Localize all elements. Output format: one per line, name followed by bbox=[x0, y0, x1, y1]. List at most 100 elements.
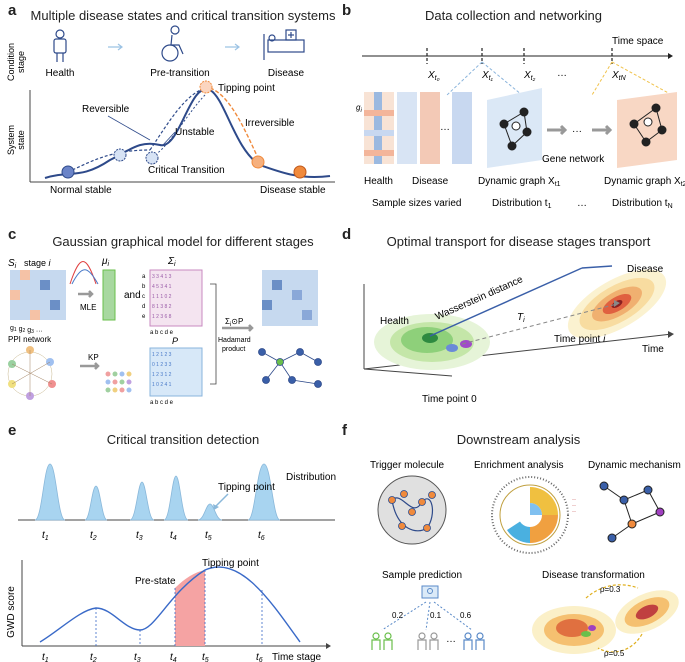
svg-text:b: b bbox=[142, 284, 146, 290]
t4-top: t4 bbox=[170, 530, 177, 542]
distribution-n: Distribution tN bbox=[612, 198, 673, 210]
panel-f-label: f bbox=[342, 422, 347, 439]
svg-text:···: ··· bbox=[572, 126, 582, 137]
svg-text:1 2 1 2 3: 1 2 1 2 3 bbox=[152, 352, 172, 358]
distribution-ellipsis: … bbox=[577, 198, 587, 209]
svg-text:stage i: stage i bbox=[24, 258, 52, 268]
time-tn: XtN bbox=[611, 70, 627, 82]
time-t2: Xt₂ bbox=[523, 70, 536, 82]
b-health: Health bbox=[364, 176, 393, 187]
enrichment-circos bbox=[491, 476, 569, 554]
svg-text:a b c d e: a b c d e bbox=[150, 400, 174, 404]
svg-text:0 1 2 3 3: 0 1 2 3 3 bbox=[152, 362, 172, 368]
rho-05: ρ=0.5 bbox=[604, 649, 625, 658]
dynamic-network bbox=[599, 481, 665, 543]
t3-top: t3 bbox=[136, 530, 143, 542]
svg-text:g1 g2 g3 ···: g1 g2 g3 ··· bbox=[10, 325, 43, 335]
svg-text:d: d bbox=[142, 304, 145, 310]
panel-b-svg: Time space Xt₀ Xt₁ Xt₂ … XtN gi … Health bbox=[356, 36, 685, 210]
e-tipping-top: Tipping point bbox=[218, 482, 275, 493]
p-06: 0.6 bbox=[460, 611, 472, 620]
svg-text:gi: gi bbox=[356, 103, 362, 114]
t5-bottom: t5 bbox=[202, 652, 209, 662]
t1-top: t1 bbox=[42, 530, 49, 542]
condition-axis-label: Conditionstage bbox=[6, 43, 26, 81]
gwd-curve bbox=[39, 566, 301, 643]
svg-text:a b c d e: a b c d e bbox=[150, 330, 174, 336]
rho-03: ρ=0.3 bbox=[600, 585, 621, 594]
state-tipping: Tipping point bbox=[218, 83, 275, 94]
panel-c-title: Gaussian graphical model for different s… bbox=[52, 234, 314, 249]
f-trigger: Trigger molecule bbox=[370, 460, 445, 471]
health-distribution bbox=[374, 314, 490, 370]
svg-text:KP: KP bbox=[88, 353, 99, 362]
landscape-curve bbox=[44, 88, 331, 179]
svg-text:Hadamard: Hadamard bbox=[218, 337, 251, 344]
distribution-1: Distribution t1 bbox=[492, 198, 552, 210]
transform-disease-blob bbox=[615, 590, 679, 634]
panel-a-label: a bbox=[8, 2, 17, 19]
panel-b-label: b bbox=[342, 2, 352, 19]
panel-c-label: c bbox=[8, 226, 17, 243]
sample-prediction-icon bbox=[371, 585, 485, 650]
t6-bottom: t6 bbox=[256, 652, 263, 662]
t3-bottom: t3 bbox=[134, 652, 141, 662]
e-y-axis: GWD score bbox=[6, 586, 17, 638]
health-person-icon bbox=[53, 29, 67, 62]
hospital-bed-icon bbox=[263, 29, 305, 60]
panel-a-svg: Conditionstage Health Pre-transition bbox=[6, 25, 335, 196]
system-axis-label: Systemstate bbox=[6, 125, 26, 155]
svg-text:c: c bbox=[142, 294, 145, 300]
svg-text:4 5 3 4 1: 4 5 3 4 1 bbox=[152, 284, 172, 290]
f-enrichment: Enrichment analysis bbox=[474, 460, 563, 471]
p-02: 0.2 bbox=[392, 611, 404, 620]
svg-text:…: … bbox=[446, 634, 456, 645]
panel-d-label: d bbox=[342, 226, 352, 243]
panel-a: a Multiple disease states and critical t… bbox=[0, 0, 340, 200]
panel-b: b Data collection and networking Time sp… bbox=[342, 0, 685, 220]
dynamic-graph-2: Dynamic graph Xt2 bbox=[604, 176, 685, 188]
panel-d-title: Optimal transport for disease stages tra… bbox=[386, 234, 651, 249]
t1-bottom: t1 bbox=[42, 652, 49, 662]
svg-text:e: e bbox=[142, 314, 146, 320]
svg-text:—: — bbox=[572, 502, 576, 507]
hadamard-op: Σi⊙P bbox=[225, 317, 243, 328]
state-reversible: Reversible bbox=[82, 104, 130, 115]
ppi-label: PPI network bbox=[8, 335, 52, 344]
d-ti: Ti bbox=[517, 312, 525, 324]
state-normal: Normal stable bbox=[50, 185, 112, 196]
stage-pre-transition: Pre-transition bbox=[150, 68, 209, 79]
svg-text:Σi: Σi bbox=[167, 256, 176, 268]
stage-health: Health bbox=[46, 68, 75, 79]
panel-d-svg: Wasserstein distance Disease Health Ti T… bbox=[363, 264, 674, 405]
distribution-peaks bbox=[34, 463, 281, 521]
panel-e-svg: Tipping point Distribution t1 t2 t3 t4 t… bbox=[6, 463, 336, 662]
time-ellipsis: … bbox=[557, 68, 567, 79]
d-time-point-0: Time point 0 bbox=[422, 394, 477, 405]
svg-text:—: — bbox=[572, 508, 576, 513]
si-heatmap bbox=[10, 270, 66, 320]
panel-d: d Optimal transport for disease stages t… bbox=[342, 224, 685, 414]
e-distribution: Distribution bbox=[286, 472, 336, 483]
state-irreversible: Irreversible bbox=[245, 118, 295, 129]
svg-text:…: … bbox=[440, 122, 450, 133]
time-t0: Xt₀ bbox=[427, 70, 440, 82]
t2-top: t2 bbox=[90, 530, 97, 542]
t6-top: t6 bbox=[258, 530, 265, 542]
e-tipping-bottom: Tipping point bbox=[202, 558, 259, 569]
stage-disease: Disease bbox=[268, 68, 305, 79]
svg-text:product: product bbox=[222, 346, 245, 353]
result-network bbox=[258, 348, 322, 388]
e-pre-state: Pre-state bbox=[135, 576, 176, 587]
state-unstable: Unstable bbox=[175, 127, 215, 138]
panel-b-title: Data collection and networking bbox=[424, 8, 603, 23]
svg-text:1 1 1 0 2: 1 1 1 0 2 bbox=[152, 294, 172, 300]
svg-text:Si: Si bbox=[8, 258, 17, 270]
svg-text:μi: μi bbox=[101, 256, 109, 268]
svg-text:and: and bbox=[124, 290, 141, 301]
gene-network-label: Gene network bbox=[542, 154, 605, 165]
time-t1: Xt₁ bbox=[481, 70, 494, 82]
d-time: Time bbox=[642, 344, 664, 355]
t2-bottom: t2 bbox=[90, 652, 97, 662]
panel-f-title: Downstream analysis bbox=[456, 432, 581, 447]
